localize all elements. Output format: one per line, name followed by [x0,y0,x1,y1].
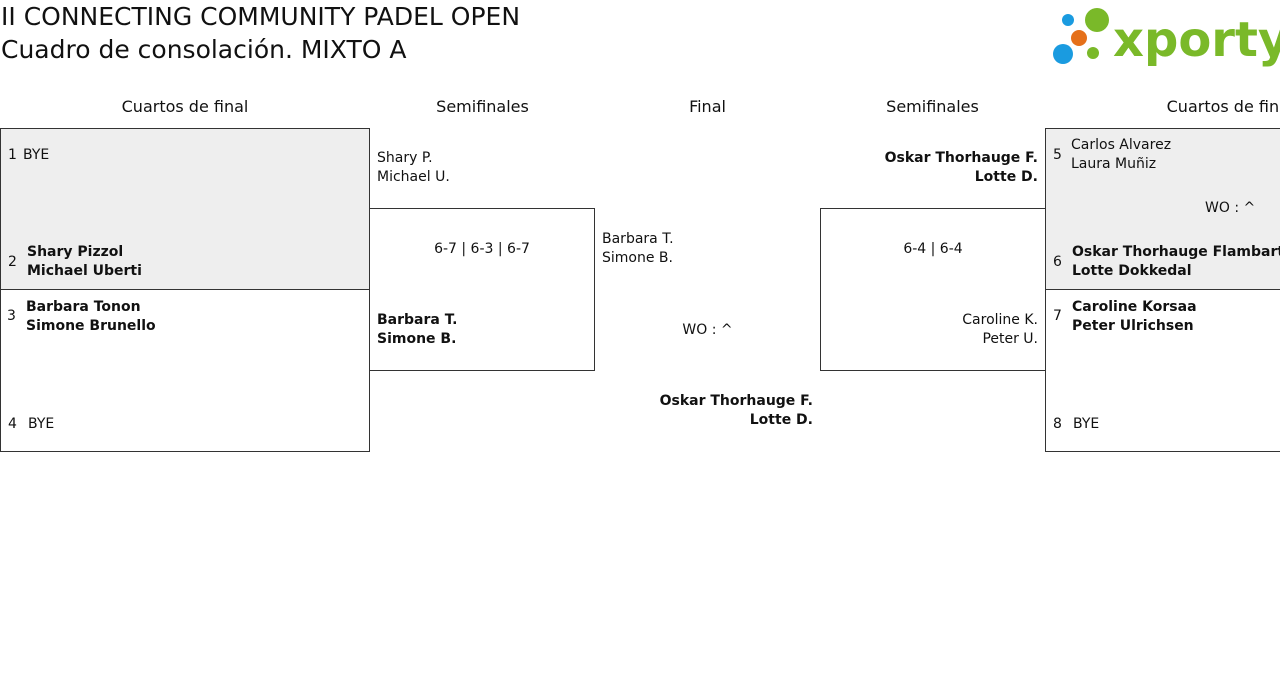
player-bye: BYE [1073,416,1100,432]
seed-number: 1 [8,147,17,163]
player-name: Peter Ulrichsen [1072,318,1194,334]
match-score: 6-7 | 6-3 | 6-7 [434,241,530,257]
champion-name: Oskar Thorhauge F. [659,393,813,409]
logo-dot-green-small [1087,47,1099,59]
champion-name: Lotte D. [749,412,813,428]
round-heading-final: Final [689,97,726,116]
match-box-qf-3 [1045,128,1280,290]
draw-subtitle: Cuadro de consolación. MIXTO A [1,35,407,64]
player-name: Oskar Thorhauge Flambart [1072,244,1280,260]
player-name: Barbara T. [602,231,674,247]
round-heading-right-sf: Semifinales [886,97,979,116]
match-box-qf-1 [0,128,370,290]
logo-dot-blue-small [1062,14,1074,26]
player-name: Simone B. [602,250,673,266]
player-name: Barbara Tonon [26,299,141,315]
player-name: Simone B. [377,331,457,347]
seed-number: 3 [7,308,16,324]
match-score: WO : ^ [1205,200,1256,216]
player-name: Caroline K. [962,312,1038,328]
player-name: Peter U. [982,331,1038,347]
round-heading-left-sf: Semifinales [436,97,529,116]
match-box-qf-4 [1045,289,1280,452]
match-box-sf-left [369,208,595,371]
player-bye: BYE [28,416,55,432]
logo-dot-green [1085,8,1109,32]
tournament-title: II CONNECTING COMMUNITY PADEL OPEN [1,2,521,31]
match-score: 6-4 | 6-4 [903,241,963,257]
player-name: Shary Pizzol [27,244,124,260]
player-name: Caroline Korsaa [1072,299,1197,315]
round-heading-right-qf: Cuartos de final [1166,97,1280,116]
seed-number: 7 [1053,308,1062,324]
player-bye: BYE [23,147,50,163]
player-name: Simone Brunello [26,318,156,334]
player-name: Laura Muñiz [1071,156,1157,172]
player-name: Michael U. [377,169,450,185]
logo-dot-orange [1071,30,1087,46]
seed-number: 8 [1053,416,1062,432]
seed-number: 2 [8,254,17,270]
seed-number: 5 [1053,147,1062,163]
player-name: Lotte D. [974,169,1038,185]
seed-number: 6 [1053,254,1062,270]
player-name: Shary P. [377,150,433,166]
logo-dot-blue [1053,44,1073,64]
logo-text: xporty [1113,12,1280,68]
player-name: Barbara T. [377,312,458,328]
player-name: Michael Uberti [27,263,142,279]
seed-number: 4 [8,416,17,432]
xporty-logo: xporty [1053,8,1280,68]
player-name: Carlos Alvarez [1071,137,1172,153]
round-heading-left-qf: Cuartos de final [121,97,249,116]
match-score: WO : ^ [682,322,733,338]
player-name: Lotte Dokkedal [1072,263,1192,279]
player-name: Oskar Thorhauge F. [884,150,1038,166]
